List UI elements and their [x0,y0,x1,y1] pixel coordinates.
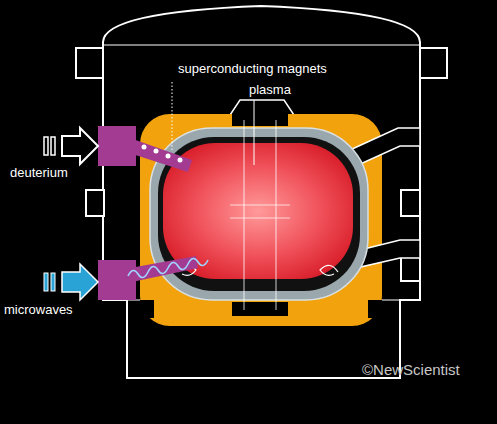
arrow-hatch [51,137,55,155]
watermark: ©NewScientist [362,362,460,377]
launcher-box [98,260,136,300]
deuterium-particle [166,154,171,159]
magnet-gap [232,302,288,316]
injector-box [98,126,136,166]
housing-port [419,48,447,78]
input-arrow [62,264,98,300]
part-label: superconducting magnets [178,61,327,76]
magnet-structure [140,114,382,326]
housing-line [103,45,420,46]
waveguide-tube [130,256,198,282]
housing-port [76,48,104,78]
housing-port [86,190,104,216]
input-label: deuterium [10,165,68,180]
input-arrow [62,128,98,164]
magnet-gap [232,114,288,126]
deuterium-particle [142,145,147,150]
input-label: microwaves [4,302,73,317]
arrow-hatch [44,137,48,155]
arrow-hatch [44,273,48,291]
magnet-gap [140,300,154,318]
magnet-gap [368,300,382,318]
cryostat-housing [103,6,420,378]
part-label: plasma [249,82,291,97]
arrow-hatch [51,273,55,291]
microwave-beam [128,258,208,277]
divertor [320,265,338,275]
leader-line [254,100,255,165]
deuterium-particle [178,158,183,163]
central-column [230,205,290,206]
deuterium-particle [154,149,159,154]
housing-port [401,255,420,281]
central-column [244,120,245,310]
vacuum-vessel [150,128,368,300]
housing-port [401,190,420,216]
central-column [230,218,290,219]
leader-line [172,82,173,150]
central-column [276,120,277,310]
